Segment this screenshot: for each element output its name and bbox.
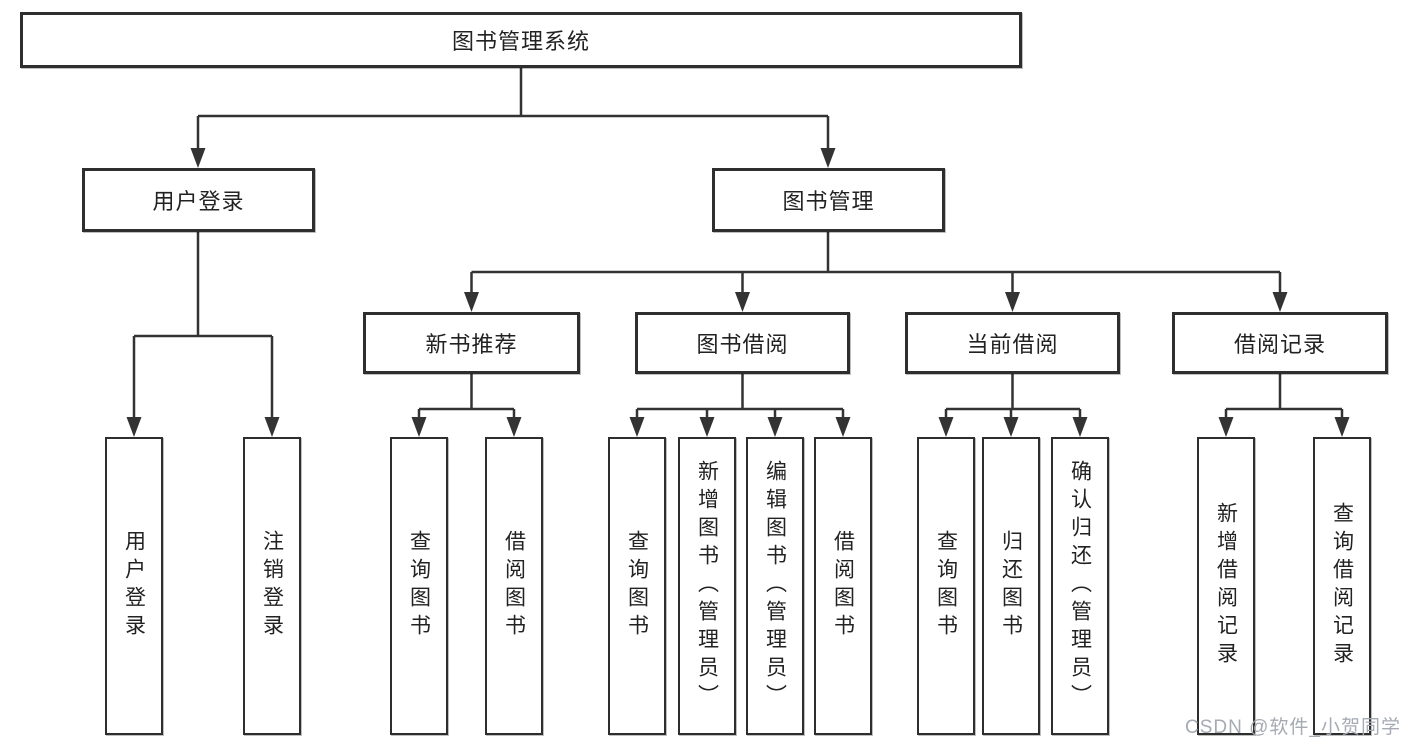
csdn-watermark: CSDN @软件_小贺同学 xyxy=(1185,717,1401,738)
node-label: 图书管理系统 xyxy=(451,29,590,54)
node-library-management-system: 图书管理系统 xyxy=(20,12,1022,68)
leaf-label: 用户登录 xyxy=(122,530,146,642)
arrowheads xyxy=(126,148,1350,437)
leaf-add-book-admin: 新增图书（管理员） xyxy=(678,437,736,735)
connector-strokes xyxy=(132,68,1344,423)
node-label: 图书管理 xyxy=(782,189,875,214)
node-current-borrow: 当前借阅 xyxy=(905,312,1120,374)
leaf-label: 注销登录 xyxy=(260,530,284,642)
node-label: 用户登录 xyxy=(152,189,245,214)
leaf-label: 新增借阅记录 xyxy=(1214,502,1238,670)
leaf-label: 确认归还（管理员） xyxy=(1068,460,1092,712)
node-label: 图书借阅 xyxy=(696,332,789,357)
leaf-label: 查询图书 xyxy=(934,530,958,642)
leaf-query-books-recommend: 查询图书 xyxy=(390,437,448,735)
leaf-borrow-books-recommend: 借阅图书 xyxy=(485,437,543,735)
leaf-label: 借阅图书 xyxy=(502,530,526,642)
leaf-label: 新增图书（管理员） xyxy=(695,460,719,712)
leaf-logout: 注销登录 xyxy=(243,437,301,735)
leaf-edit-book-admin: 编辑图书（管理员） xyxy=(746,437,804,735)
leaf-query-books-current: 查询图书 xyxy=(917,437,975,735)
leaf-borrow-books: 借阅图书 xyxy=(814,437,872,735)
leaf-add-borrow-record: 新增借阅记录 xyxy=(1197,437,1255,735)
node-borrow-records: 借阅记录 xyxy=(1172,312,1388,374)
leaf-confirm-return-admin: 确认归还（管理员） xyxy=(1051,437,1109,735)
leaf-label: 查询图书 xyxy=(625,530,649,642)
leaf-return-book: 归还图书 xyxy=(982,437,1040,735)
node-new-book-recommend: 新书推荐 xyxy=(363,312,580,374)
node-book-management: 图书管理 xyxy=(712,168,945,232)
leaf-query-books-borrow: 查询图书 xyxy=(608,437,666,735)
leaf-query-borrow-record: 查询借阅记录 xyxy=(1313,437,1371,735)
leaf-label: 编辑图书（管理员） xyxy=(763,460,787,712)
node-label: 借阅记录 xyxy=(1233,332,1326,357)
node-user-login: 用户登录 xyxy=(82,168,315,232)
node-label: 当前借阅 xyxy=(966,332,1059,357)
leaf-user-login: 用户登录 xyxy=(105,437,163,735)
node-book-borrow: 图书借阅 xyxy=(635,312,850,374)
leaf-label: 查询图书 xyxy=(407,530,431,642)
leaf-label: 查询借阅记录 xyxy=(1330,502,1354,670)
leaf-label: 归还图书 xyxy=(999,530,1023,642)
leaf-label: 借阅图书 xyxy=(831,530,855,642)
node-label: 新书推荐 xyxy=(425,332,518,357)
